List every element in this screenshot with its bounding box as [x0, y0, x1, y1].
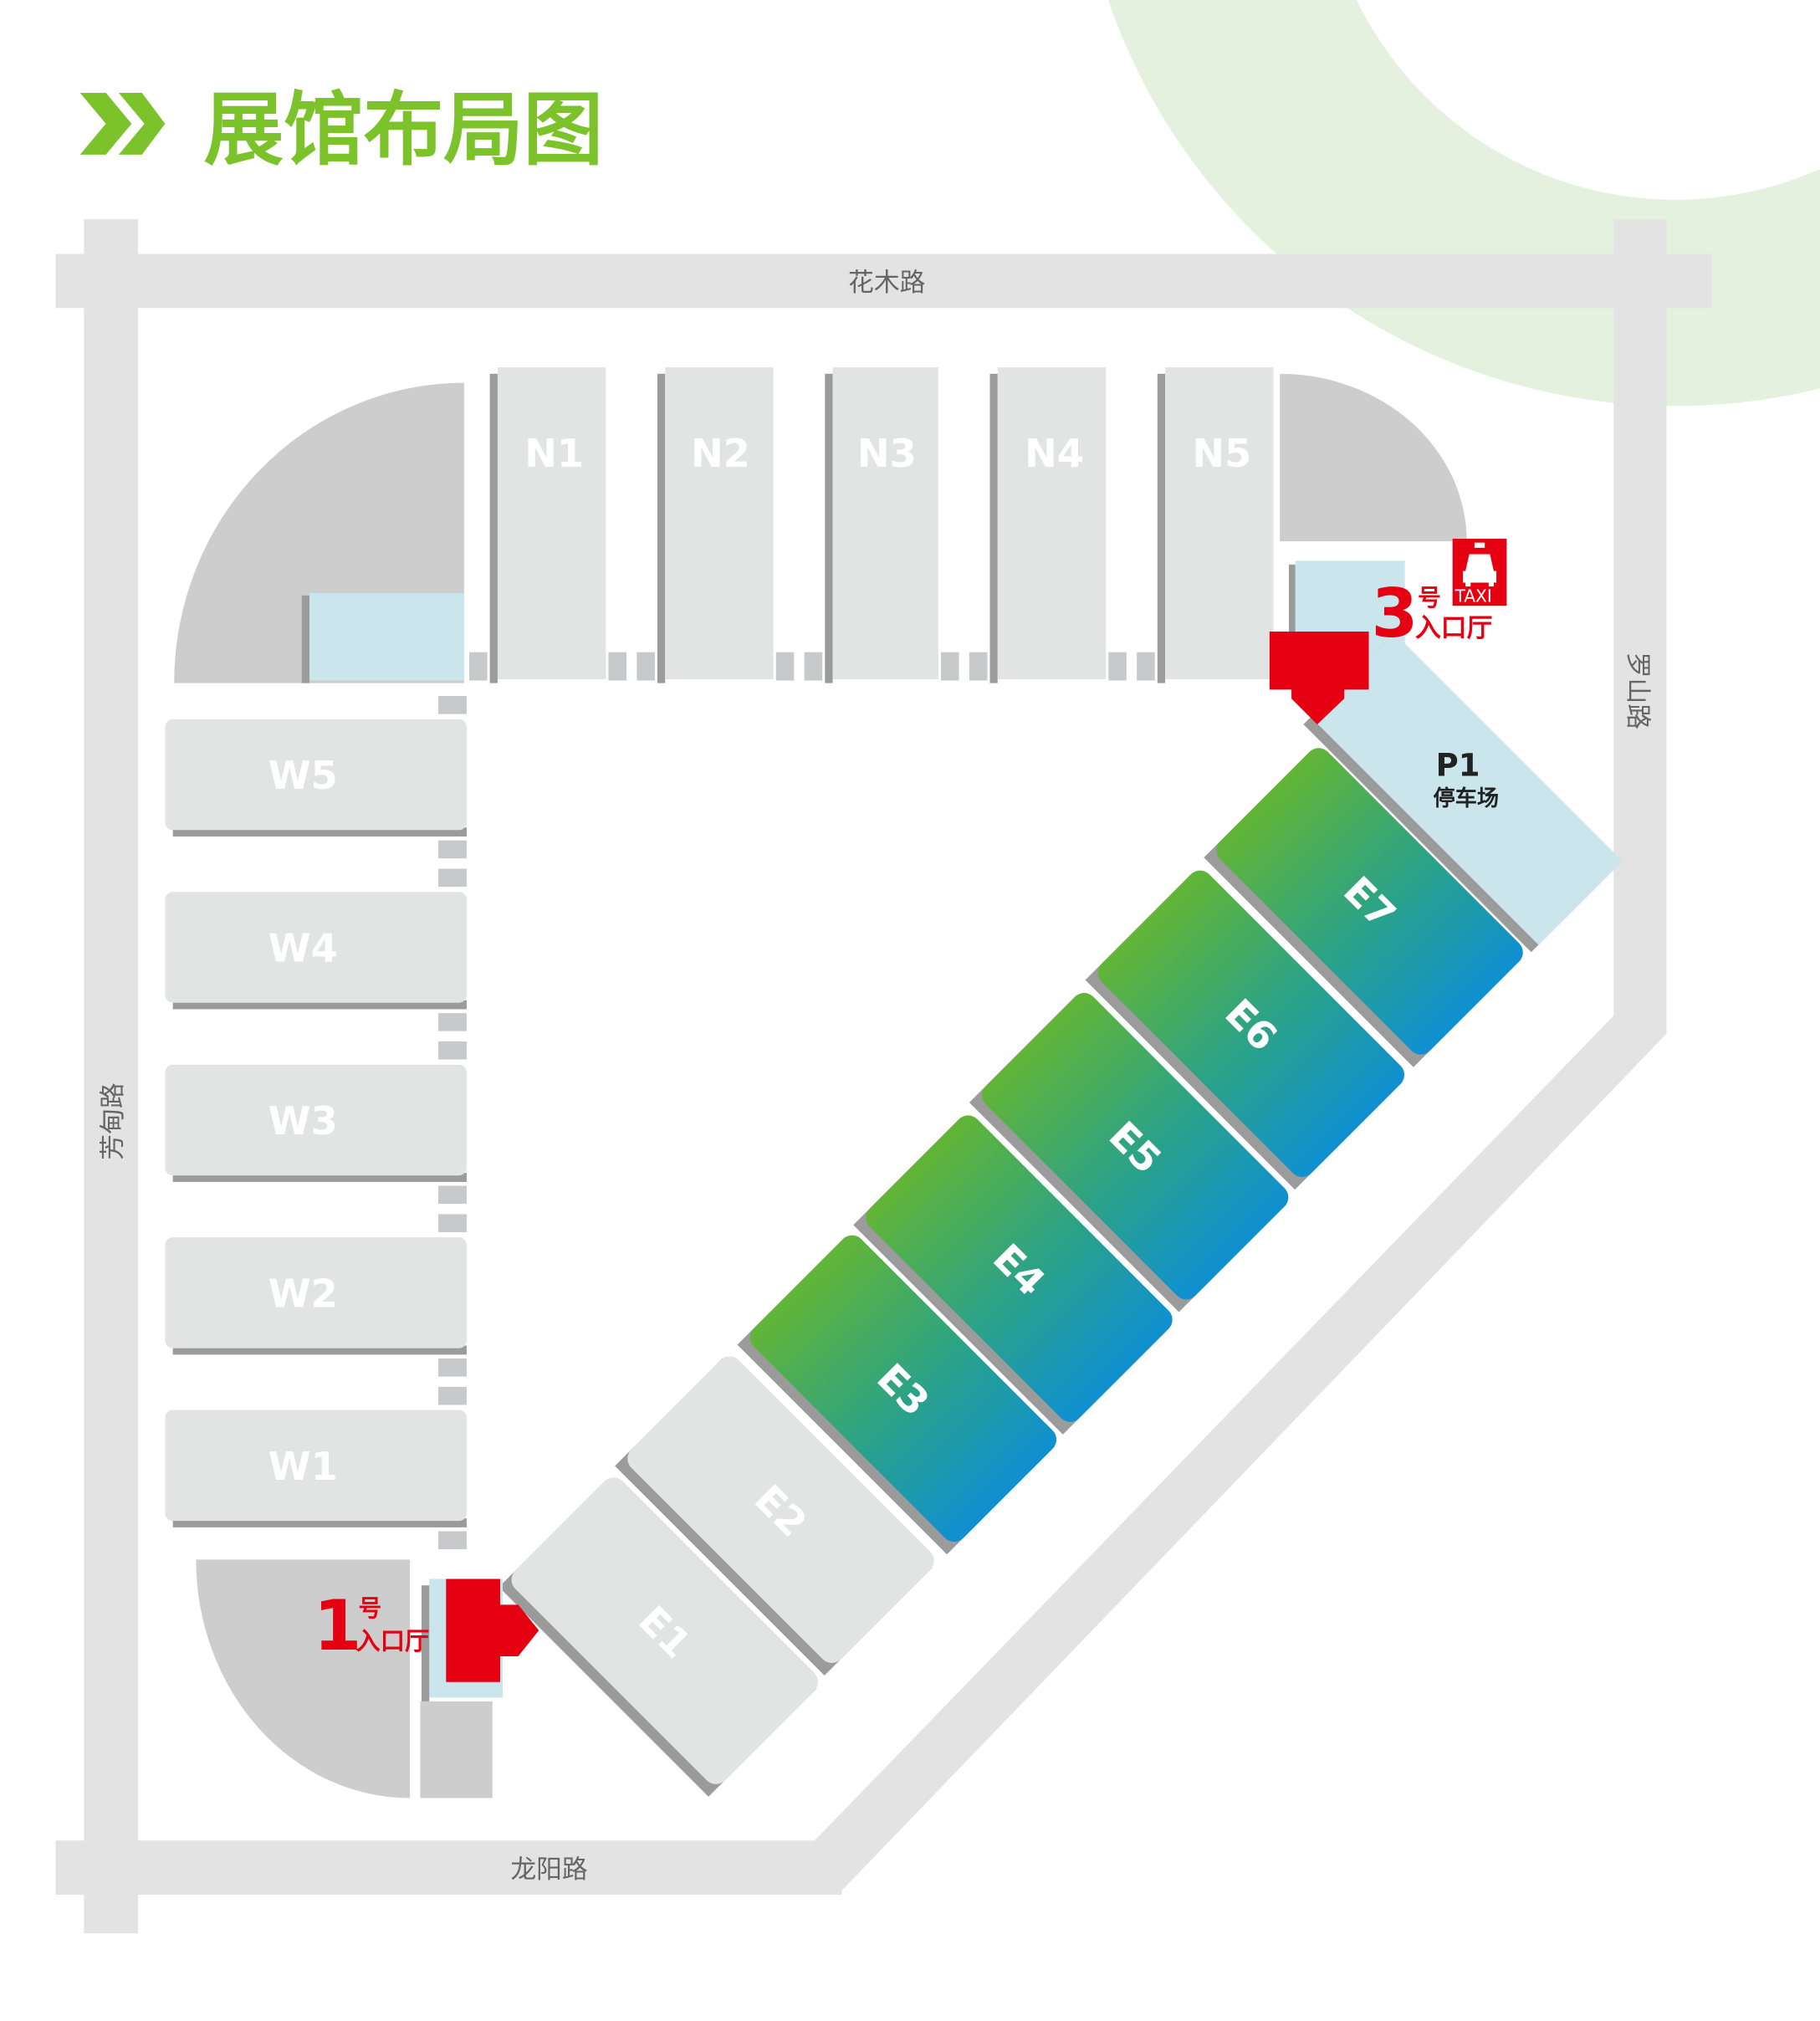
annex-northwest — [309, 592, 464, 681]
north-halls: N1 N2 N3 N4 N5 — [469, 367, 1274, 683]
hall-n2[interactable]: N2 — [657, 367, 774, 683]
hall-e4[interactable]: E4 — [853, 1110, 1178, 1435]
hall-w5[interactable]: W5 — [165, 719, 467, 837]
entrance-1[interactable]: 1 号 入口厅 — [314, 1578, 539, 1701]
hall-label: N5 — [1192, 431, 1251, 476]
connectors — [469, 652, 1155, 681]
connectors — [438, 696, 467, 1550]
hall-label: N3 — [857, 431, 917, 476]
hall-w1[interactable]: W1 — [165, 1410, 467, 1527]
page-title: 展馆布局图 — [204, 83, 604, 177]
entrance-1-label: 入口厅 — [355, 1627, 429, 1655]
hall-label: N1 — [524, 431, 584, 476]
entrance-arrow-right-icon — [446, 1578, 539, 1682]
east-halls: E7 E6 E5 E4 E3 E2 E1 — [498, 743, 1528, 1797]
road-label-north: 花木路 — [848, 268, 925, 298]
entrance-1-number: 1 — [314, 1585, 362, 1666]
hall-n1[interactable]: N1 — [489, 367, 606, 683]
hall-e3[interactable]: E3 — [737, 1230, 1062, 1555]
corner-area-southwest — [196, 1559, 411, 1798]
background-ring — [1108, 0, 1820, 407]
road-label-south: 龙阳路 — [510, 1855, 587, 1885]
parking-code: P1 — [1436, 748, 1480, 784]
hall-label: W1 — [268, 1444, 338, 1489]
entrance-1-suffix: 号 — [359, 1594, 382, 1622]
hall-label: W4 — [268, 925, 338, 970]
hall-e6[interactable]: E6 — [1085, 865, 1410, 1190]
west-halls: W5 W4 W3 W2 W1 — [165, 696, 467, 1550]
hall-label: N4 — [1025, 431, 1084, 476]
taxi-icon — [1463, 542, 1497, 587]
hall-w4[interactable]: W4 — [165, 892, 467, 1010]
hall-n4[interactable]: N4 — [989, 367, 1107, 683]
entrance-3-label: 入口厅 — [1415, 613, 1492, 643]
hall-e1[interactable]: E1 — [498, 1472, 824, 1797]
entrance-3[interactable]: 3 号 入口厅 — [1269, 575, 1493, 724]
hall-e2[interactable]: E2 — [615, 1351, 939, 1676]
taxi-stand[interactable]: TAXI — [1452, 539, 1507, 606]
entrance-arrow-down-icon — [1269, 632, 1369, 724]
parking-p1[interactable] — [1303, 632, 1623, 953]
corner-area-northeast — [1280, 373, 1467, 542]
title-chevrons-icon — [79, 92, 166, 155]
hall-label: W2 — [268, 1271, 338, 1316]
parking-label: 停车场 — [1434, 785, 1500, 811]
hall-n5[interactable]: N5 — [1157, 367, 1274, 683]
hall-e7[interactable]: E7 — [1204, 743, 1528, 1067]
roads — [55, 218, 1712, 1934]
hall-label: W3 — [268, 1098, 338, 1144]
taxi-label: TAXI — [1454, 586, 1492, 606]
hall-label: W5 — [268, 753, 338, 798]
entrance-3-suffix: 号 — [1418, 584, 1441, 611]
annex-southwest — [420, 1701, 493, 1798]
hall-label: N2 — [691, 431, 750, 476]
entrance-3-number: 3 — [1372, 575, 1419, 652]
hall-n3[interactable]: N3 — [825, 367, 938, 683]
hall-w2[interactable]: W2 — [165, 1237, 467, 1355]
road-label-west: 芳甸路 — [98, 1082, 128, 1159]
hall-w3[interactable]: W3 — [165, 1064, 467, 1182]
road-label-east: 罗山路 — [1623, 652, 1653, 729]
hall-e5[interactable]: E5 — [969, 988, 1294, 1312]
